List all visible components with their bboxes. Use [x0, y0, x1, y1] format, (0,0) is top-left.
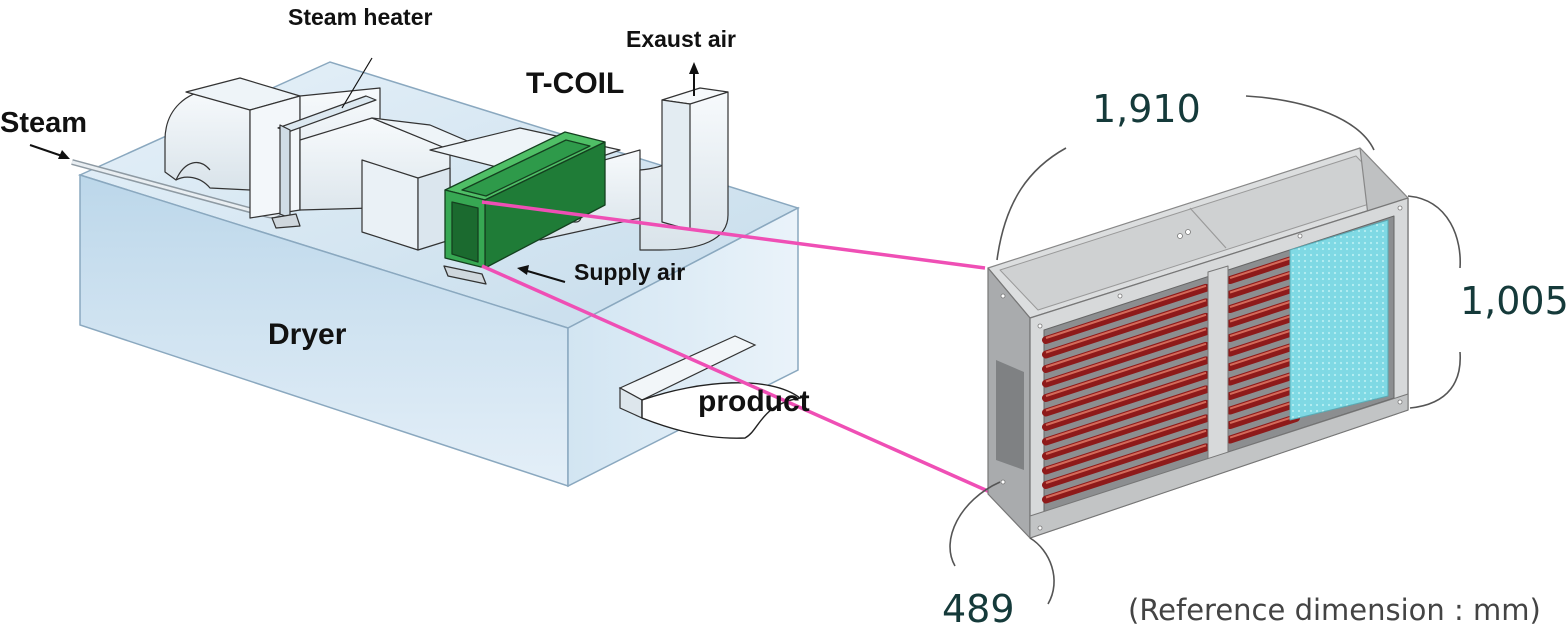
product-label: product: [698, 385, 810, 418]
coil-divider: [1207, 265, 1229, 465]
coil-tube: [1226, 312, 1300, 343]
coil-tube-highlight: [1045, 342, 1207, 397]
coil-tube: [1042, 341, 1210, 402]
coil-closeup: [987, 147, 1409, 539]
coil-tube: [1226, 356, 1300, 386]
coil-tube-highlight: [1045, 371, 1207, 426]
dryer-label: Dryer: [268, 318, 347, 351]
coil-tube: [1226, 399, 1300, 430]
coil-tube-highlight: [1045, 299, 1207, 354]
coil-tube-highlight: [1045, 386, 1207, 441]
exhaust-air-label: Exaust air: [626, 26, 736, 52]
exhaust-arrow: [689, 62, 699, 96]
coil-tube-highlight: [1229, 386, 1297, 410]
steam-label: Steam: [0, 107, 87, 139]
coil-tube-highlight: [1229, 415, 1297, 439]
coil-tube: [1226, 283, 1300, 314]
t-coil-label: T-COIL: [526, 67, 624, 100]
coil-tube: [1226, 414, 1300, 444]
coil-tube-highlight: [1229, 255, 1297, 279]
coil-tube-highlight: [1229, 270, 1297, 294]
dimension-curves: [949, 95, 1461, 605]
dimension-depth: 489: [942, 587, 1015, 631]
coil-tube-highlight: [1045, 357, 1207, 412]
coil-tube: [1042, 298, 1210, 359]
steam-heater-pointer: [341, 57, 373, 109]
coil-tube: [1226, 327, 1300, 357]
product-outlet: [618, 335, 802, 439]
steam-heater-label: Steam heater: [288, 4, 433, 30]
coil-tube-highlight: [1229, 328, 1297, 352]
coil-tube-highlight: [1229, 371, 1297, 395]
supply-air-label: Supply air: [574, 259, 685, 285]
coil-tube-highlight: [1045, 429, 1207, 484]
coil-tube: [1226, 385, 1300, 415]
coil-tube: [1042, 327, 1210, 388]
coil-tube: [1042, 312, 1210, 373]
coil-tubes: [1042, 254, 1300, 504]
coil-tube-highlight: [1229, 284, 1297, 308]
dryer-side: [567, 206, 799, 488]
ductwork: [164, 77, 729, 251]
coil-tube: [1226, 298, 1300, 328]
dimension-width: 1,910: [1092, 87, 1201, 131]
coil-tube-highlight: [1045, 444, 1207, 499]
coil-tube-highlight: [1229, 400, 1297, 424]
coil-tube-highlight: [1045, 328, 1207, 383]
coil-tube: [1042, 283, 1210, 344]
coil-tube: [1042, 443, 1210, 504]
magnification-leaders: [481, 200, 991, 494]
reference-note: (Reference dimension : mm): [1128, 593, 1541, 627]
coil-tube-highlight: [1229, 313, 1297, 337]
coil-tube: [1042, 385, 1210, 446]
supply-air-arrow: [517, 265, 566, 283]
coil-fins: [1289, 219, 1389, 421]
coil-tube: [1226, 370, 1300, 401]
coil-tube-highlight: [1045, 415, 1207, 470]
coil-tube: [1042, 414, 1210, 475]
coil-tube-highlight: [1229, 342, 1297, 366]
coil-tube-highlight: [1045, 284, 1207, 339]
coil-tube: [1042, 370, 1210, 431]
coil-tube: [1226, 341, 1300, 372]
coil-tube-highlight: [1045, 400, 1207, 455]
coil-tube: [1042, 356, 1210, 417]
coil-tube-highlight: [1229, 299, 1297, 323]
steam-arrow: [29, 144, 70, 159]
coil-tube: [1226, 254, 1300, 285]
coil-tube-highlight: [1229, 357, 1297, 381]
coil-tube: [1042, 399, 1210, 460]
coil-tube-highlight: [1045, 313, 1207, 368]
product-sheet: [641, 382, 802, 439]
t-coil-unit: [443, 131, 606, 285]
coil-tube: [1226, 269, 1300, 299]
coil-tube: [1042, 428, 1210, 489]
dimension-height: 1,005: [1460, 279, 1566, 323]
